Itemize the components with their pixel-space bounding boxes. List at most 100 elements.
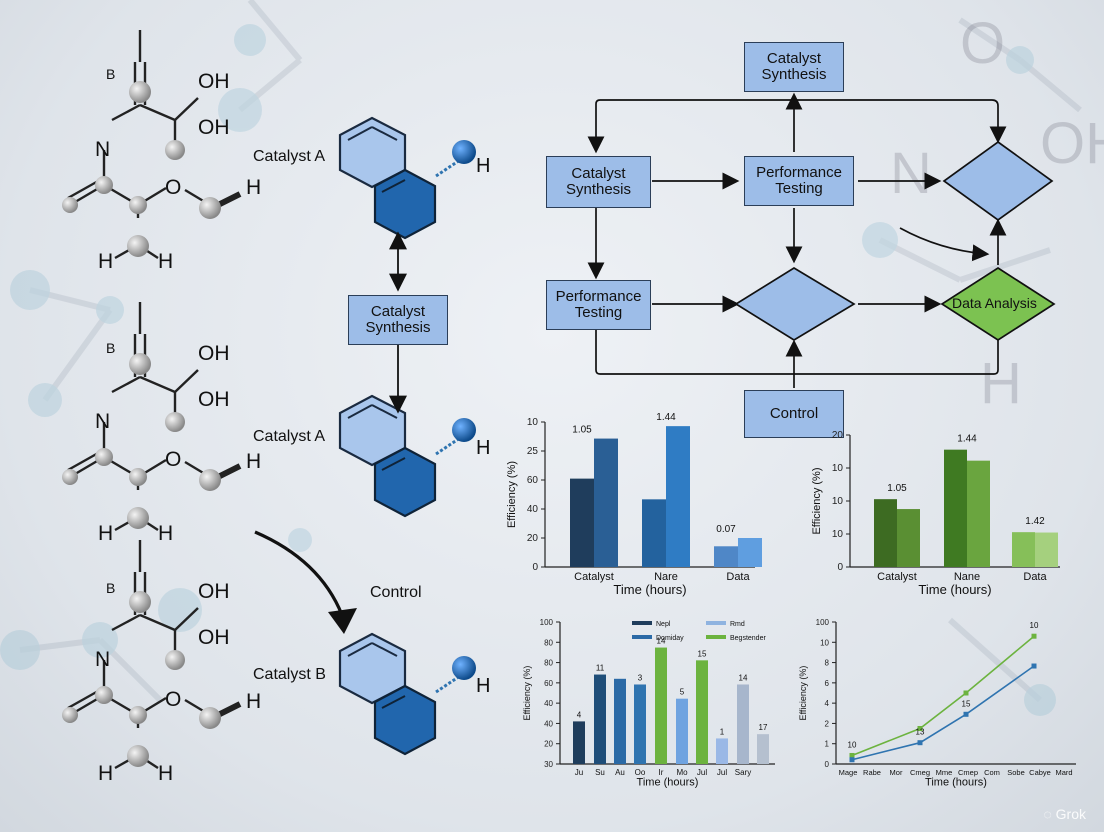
data-point: [963, 711, 969, 717]
data-label: 15: [698, 649, 707, 658]
bar: [757, 734, 769, 764]
y-tick-label: 40: [544, 699, 553, 708]
bar: [642, 499, 666, 567]
bar: [614, 678, 626, 764]
data-point: [917, 740, 923, 746]
x-tick-label: Mard: [1055, 768, 1072, 777]
legend-label: Domiday: [656, 635, 684, 642]
data-label: 1.05: [887, 483, 907, 494]
atom-o: O: [165, 448, 182, 471]
x-axis-label: Time (hours): [918, 582, 991, 597]
data-label: 1: [720, 727, 725, 736]
bar: [1012, 532, 1035, 567]
y-axis-label: Efficiency (%): [798, 666, 808, 721]
data-label: 4: [577, 710, 582, 719]
bar: [737, 684, 749, 764]
x-tick-label: Mage: [839, 768, 858, 777]
bar: [676, 698, 688, 764]
atom-oh: OH: [198, 388, 230, 411]
x-axis-label: Time (hours): [613, 582, 686, 597]
series-line: [851, 665, 1035, 761]
data-label: 1.44: [656, 412, 676, 423]
bg-o-text: O: [960, 11, 1006, 76]
bar: [944, 449, 967, 567]
y-tick-label: 25: [527, 446, 539, 457]
y-tick-label: 10: [832, 496, 844, 507]
y-axis-label: Efficiency (%): [506, 461, 518, 528]
atom-oh: OH: [198, 342, 230, 365]
y-tick-label: 0: [532, 562, 538, 573]
flow-performance-box-lower: Performance Testing: [546, 280, 651, 330]
x-tick-label: Ju: [575, 768, 583, 777]
y-tick-label: 20: [544, 740, 553, 749]
data-label: 14: [739, 673, 748, 682]
x-tick-label: Data: [726, 571, 750, 583]
legend-swatch: [706, 621, 726, 625]
bar: [1035, 532, 1058, 567]
bar: [897, 509, 920, 567]
y-tick-label: 30: [544, 760, 553, 769]
x-tick-label: Jul: [717, 768, 727, 777]
bar: [573, 721, 585, 764]
ring-h-label: H: [476, 155, 491, 177]
atom-o: O: [165, 688, 182, 711]
x-tick-label: Nare: [654, 571, 678, 583]
control-label: Control: [370, 584, 422, 601]
x-tick-label: Cabye: [1029, 768, 1051, 777]
bg-h-text: H: [980, 351, 1022, 416]
atom-n: N: [95, 648, 111, 671]
atom-oh: OH: [198, 116, 230, 139]
atom-o: O: [165, 176, 182, 199]
y-tick-label: 1: [825, 740, 830, 749]
data-label: 1.42: [1025, 516, 1045, 527]
atom-h: H: [246, 690, 262, 713]
watermark-text: Grok: [1055, 806, 1086, 822]
data-label: 0.07: [716, 524, 736, 535]
x-tick-label: Mo: [676, 768, 688, 777]
decision-diamond-right: [942, 140, 1054, 222]
x-tick-label: Catalyst: [877, 571, 917, 583]
y-tick-label: 60: [527, 475, 539, 486]
y-tick-label: 80: [544, 638, 553, 647]
atom-oh: OH: [198, 70, 230, 93]
atom-h: H: [98, 522, 114, 545]
y-tick-label: 6: [825, 679, 830, 688]
bar: [594, 438, 618, 567]
x-axis-label: Time (hours): [925, 777, 987, 789]
legend-label: Nepl: [656, 621, 671, 628]
flow-performance-box: Performance Testing: [744, 156, 854, 206]
ring-h-label: H: [476, 437, 491, 459]
x-tick-label: Sobe: [1007, 768, 1025, 777]
atom-n: N: [95, 138, 111, 161]
x-tick-label: Oo: [635, 768, 646, 777]
y-tick-label: 0: [825, 760, 830, 769]
legend-swatch: [632, 621, 652, 625]
legend-label: Begstender: [730, 635, 766, 642]
atom-n: N: [95, 410, 111, 433]
data-label: 14: [657, 637, 666, 646]
y-tick-label: 60: [544, 679, 553, 688]
data-analysis-label: Data Analysis: [952, 295, 1037, 311]
bar: [714, 546, 738, 567]
middle-synthesis-box: Catalyst Synthesis: [348, 295, 448, 345]
data-label: 11: [596, 664, 605, 673]
y-tick-label: 80: [544, 659, 553, 668]
legend-swatch: [706, 635, 726, 639]
x-tick-label: Mor: [890, 768, 903, 777]
y-tick-label: 20: [832, 430, 844, 441]
data-label: 10: [1030, 621, 1039, 630]
y-tick-label: 20: [527, 533, 539, 544]
grok-watermark: ◌ Grok: [1043, 806, 1086, 822]
atom-h: H: [158, 250, 174, 273]
x-tick-label: Jul: [697, 768, 707, 777]
atom-h: H: [98, 762, 114, 785]
x-tick-label: Nane: [954, 571, 980, 583]
flow-left-synthesis-box: Catalyst Synthesis: [546, 156, 651, 208]
data-point: [1031, 633, 1037, 639]
flow-top-synthesis-box: Catalyst Synthesis: [744, 42, 844, 92]
data-label: 3: [638, 673, 643, 682]
x-axis-label: Time (hours): [637, 777, 699, 789]
atom-h: H: [246, 176, 262, 199]
